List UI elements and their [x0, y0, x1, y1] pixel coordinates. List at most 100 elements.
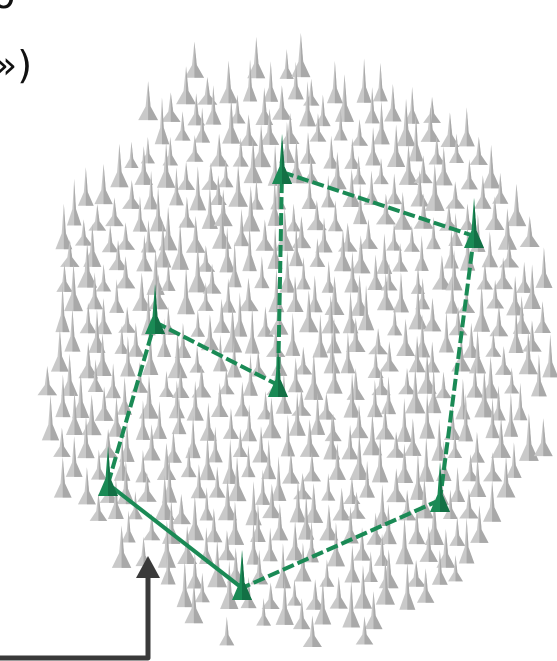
crystal-icon — [115, 256, 136, 289]
crystal-icon — [458, 393, 474, 442]
crystal-icon — [350, 155, 367, 185]
crystal-icon — [424, 163, 445, 211]
crystal-icon — [289, 479, 307, 523]
crystal-icon — [492, 172, 509, 204]
crystal-icon — [423, 297, 442, 332]
crystal-icon — [326, 354, 343, 394]
crystal-icon — [77, 242, 98, 288]
crystal-icon — [118, 306, 136, 333]
crystal-icon — [263, 61, 279, 102]
crystal-icon — [88, 204, 107, 231]
crystal-icon — [226, 336, 242, 378]
crystal-icon — [485, 397, 500, 439]
crystal-icon — [380, 376, 397, 415]
crystal-icon — [347, 491, 366, 519]
crystal-icon — [393, 191, 413, 230]
crystal-icon — [439, 204, 459, 231]
crystal-icon — [197, 76, 218, 105]
crystal-icon — [88, 309, 106, 353]
crystal-icon — [333, 228, 352, 272]
header-text-line-1: o — [0, 0, 15, 14]
crystal-icon — [326, 317, 342, 354]
crystal-icon — [316, 392, 337, 420]
crystal-icon — [294, 346, 313, 375]
crystal-icon — [60, 239, 80, 267]
connection-line — [438, 235, 476, 501]
crystal-icon — [503, 392, 519, 437]
connection-line — [241, 498, 441, 590]
crystal-icon — [232, 292, 248, 337]
crystal-icon — [81, 394, 102, 436]
crystal-icon — [207, 426, 223, 463]
crystal-icon — [232, 429, 248, 457]
crystal-icon — [257, 306, 274, 337]
crystal-icon — [448, 306, 468, 336]
crystal-icon — [199, 527, 214, 565]
crystal-icon — [142, 330, 159, 376]
crystal-icon — [468, 456, 487, 498]
crystal-icon — [304, 352, 324, 400]
crystal-icon — [299, 419, 320, 457]
crystal-icon — [516, 261, 533, 293]
crystal-icon — [137, 472, 157, 502]
crystal-icon — [476, 262, 493, 290]
crystal-icon — [50, 328, 69, 372]
crystal-icon — [65, 436, 83, 477]
crystal-icon — [247, 36, 266, 79]
crystal-icon — [213, 189, 233, 227]
crystal-icon — [323, 414, 341, 460]
highlighted-connections — [106, 170, 476, 590]
crystal-icon — [406, 559, 426, 587]
crystal-icon — [245, 481, 262, 526]
connection-line — [276, 171, 284, 386]
crystal-icon — [226, 547, 245, 583]
crystal-icon — [371, 436, 389, 483]
crystal-icon — [185, 495, 204, 541]
crystal-icon — [403, 225, 420, 252]
crystal-icon — [157, 318, 172, 357]
crystal-icon — [77, 467, 96, 505]
crystal-icon — [301, 176, 318, 210]
crystal-icon — [186, 552, 203, 589]
crystal-icon — [196, 245, 216, 272]
crystal-icon — [353, 565, 372, 609]
crystal-icon — [77, 167, 94, 206]
crystal-icon — [53, 456, 72, 498]
crystal-icon — [364, 87, 380, 124]
crystal-icon — [451, 334, 471, 372]
crystal-icon — [343, 476, 361, 505]
crystal-icon — [225, 501, 245, 545]
crystal-icon — [158, 206, 178, 251]
crystal-icon — [414, 235, 429, 271]
crystal-icon — [309, 238, 326, 267]
crystal-icon — [344, 138, 361, 169]
crystal-icon — [373, 101, 390, 145]
crystal-icon — [109, 279, 125, 313]
crystal-icon — [66, 178, 82, 226]
crystal-icon — [64, 263, 83, 312]
crystal-icon — [363, 551, 378, 583]
crystal-icon — [373, 158, 389, 185]
crystal-icon — [119, 420, 135, 462]
crystal-icon — [161, 260, 176, 291]
crystal-icon — [506, 442, 522, 478]
crystal-icon — [542, 334, 557, 378]
crystal-icon — [302, 615, 322, 648]
crystal-icon — [304, 483, 324, 523]
crystal-icon — [199, 487, 214, 521]
crystal-icon — [177, 161, 195, 190]
crystal-icon — [220, 278, 236, 313]
crystal-icon — [244, 306, 260, 354]
crystal-icon — [535, 247, 553, 288]
crystal-icon — [65, 391, 83, 435]
crystal-icon — [410, 170, 429, 207]
crystal-icon — [218, 159, 234, 188]
crystal-icon — [287, 357, 304, 393]
crystal-icon — [120, 336, 136, 377]
header-text-line-2: ») — [0, 43, 33, 87]
crystal-icon — [255, 87, 274, 125]
crystal-icon — [466, 363, 484, 398]
crystal-icon — [303, 78, 320, 106]
crystal-icon — [485, 196, 505, 231]
crystal-icon — [355, 616, 374, 645]
